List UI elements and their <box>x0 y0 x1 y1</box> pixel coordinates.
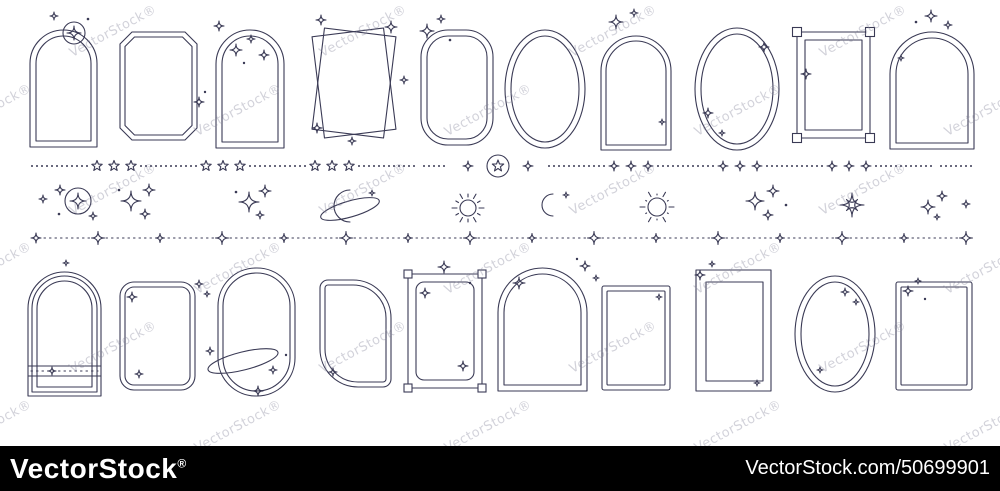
frame-arch-16 <box>497 257 600 392</box>
frame-arch-1 <box>29 11 98 148</box>
frame-oval-19 <box>794 275 876 393</box>
frame-arch-10 <box>889 9 975 150</box>
frame-cut-corner-rect-2 <box>119 31 207 141</box>
frame-rotated-rects-4 <box>311 14 409 146</box>
divider-stars-bottom <box>30 230 974 246</box>
divider-stars-top <box>31 154 972 178</box>
celestial-ornaments <box>38 183 971 223</box>
image-credit: VectorStock.com/50699901 <box>745 457 990 479</box>
celestial-frames-illustration <box>27 8 975 397</box>
frame-tall-oval-ring-13 <box>205 267 296 397</box>
frame-arch-banner-11 <box>27 259 102 397</box>
frame-leaf-rect-14 <box>319 279 392 388</box>
frame-arch-7 <box>600 8 672 151</box>
frame-corner-squares-9 <box>791 26 876 144</box>
frame-arch-3 <box>213 20 285 149</box>
registered-symbol: ® <box>177 456 187 471</box>
frame-rect-20 <box>895 277 973 391</box>
frame-oval-6 <box>504 29 586 149</box>
frame-corner-brackets-15 <box>403 260 487 393</box>
frame-rounded-rect-12 <box>119 279 211 391</box>
vectorstock-logo: VectorStock® <box>10 453 187 485</box>
vectorstock-logo-text: VectorStock <box>10 452 178 484</box>
frame-rect-17 <box>601 285 671 391</box>
frame-offset-rects-18 <box>694 260 772 392</box>
frame-oval-8 <box>694 27 780 151</box>
frame-rounded-arch-5 <box>419 14 494 146</box>
footer-bar: VectorStock® VectorStock.com/50699901 <box>0 446 1000 491</box>
